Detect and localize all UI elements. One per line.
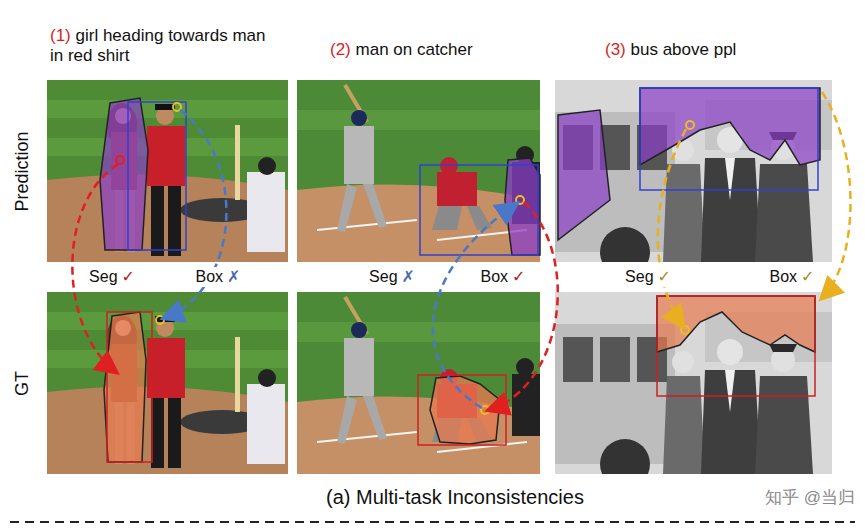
consistency-arcs bbox=[72, 92, 850, 410]
gt-overlays bbox=[104, 296, 815, 462]
verdict-mark: ✓ bbox=[512, 268, 525, 285]
query-text: man on catcher bbox=[356, 40, 473, 59]
column-header: (3) bus above ppl bbox=[605, 40, 825, 60]
verdict-label: Seg ✓ bbox=[622, 267, 674, 287]
verdict-label: Box✗ bbox=[193, 267, 244, 287]
callout-number: (2) bbox=[330, 40, 351, 59]
query-text: girl heading towards man in red shirt bbox=[50, 26, 265, 65]
callout-number: (3) bbox=[605, 40, 626, 59]
column-header: (2) man on catcher bbox=[330, 40, 550, 60]
prediction-photos bbox=[47, 80, 832, 277]
verdict-label: Seg ✗ bbox=[366, 267, 418, 287]
task-name: Seg bbox=[625, 268, 653, 285]
task-name: Box bbox=[481, 268, 509, 285]
task-name: Box bbox=[770, 268, 798, 285]
verdict-label: Seg ✓ bbox=[86, 267, 138, 287]
column-header: (1) girl heading towards man in red shir… bbox=[50, 26, 275, 66]
watermark: 知乎 @当归 bbox=[765, 486, 855, 509]
verdict-mark: ✗ bbox=[227, 268, 240, 285]
verdict-label: Box✓ bbox=[767, 267, 818, 287]
separator-line bbox=[10, 521, 855, 523]
prediction-overlays bbox=[100, 88, 820, 255]
verdict-mark: ✓ bbox=[122, 268, 135, 285]
callout-number: (1) bbox=[50, 26, 71, 45]
query-text: bus above ppl bbox=[631, 40, 737, 59]
task-name: Seg bbox=[369, 268, 397, 285]
verdict-mark: ✓ bbox=[801, 268, 814, 285]
verdict-mark: ✓ bbox=[658, 268, 671, 285]
task-name: Seg bbox=[89, 268, 117, 285]
verdict-mark: ✗ bbox=[402, 268, 415, 285]
row-label: GT bbox=[12, 371, 33, 396]
task-name: Box bbox=[196, 268, 224, 285]
gt-photos bbox=[47, 292, 832, 489]
row-label: Prediction bbox=[12, 131, 33, 211]
verdict-label: Box✓ bbox=[478, 267, 529, 287]
figure-caption: (a) Multi-task Inconsistencies bbox=[326, 486, 584, 509]
